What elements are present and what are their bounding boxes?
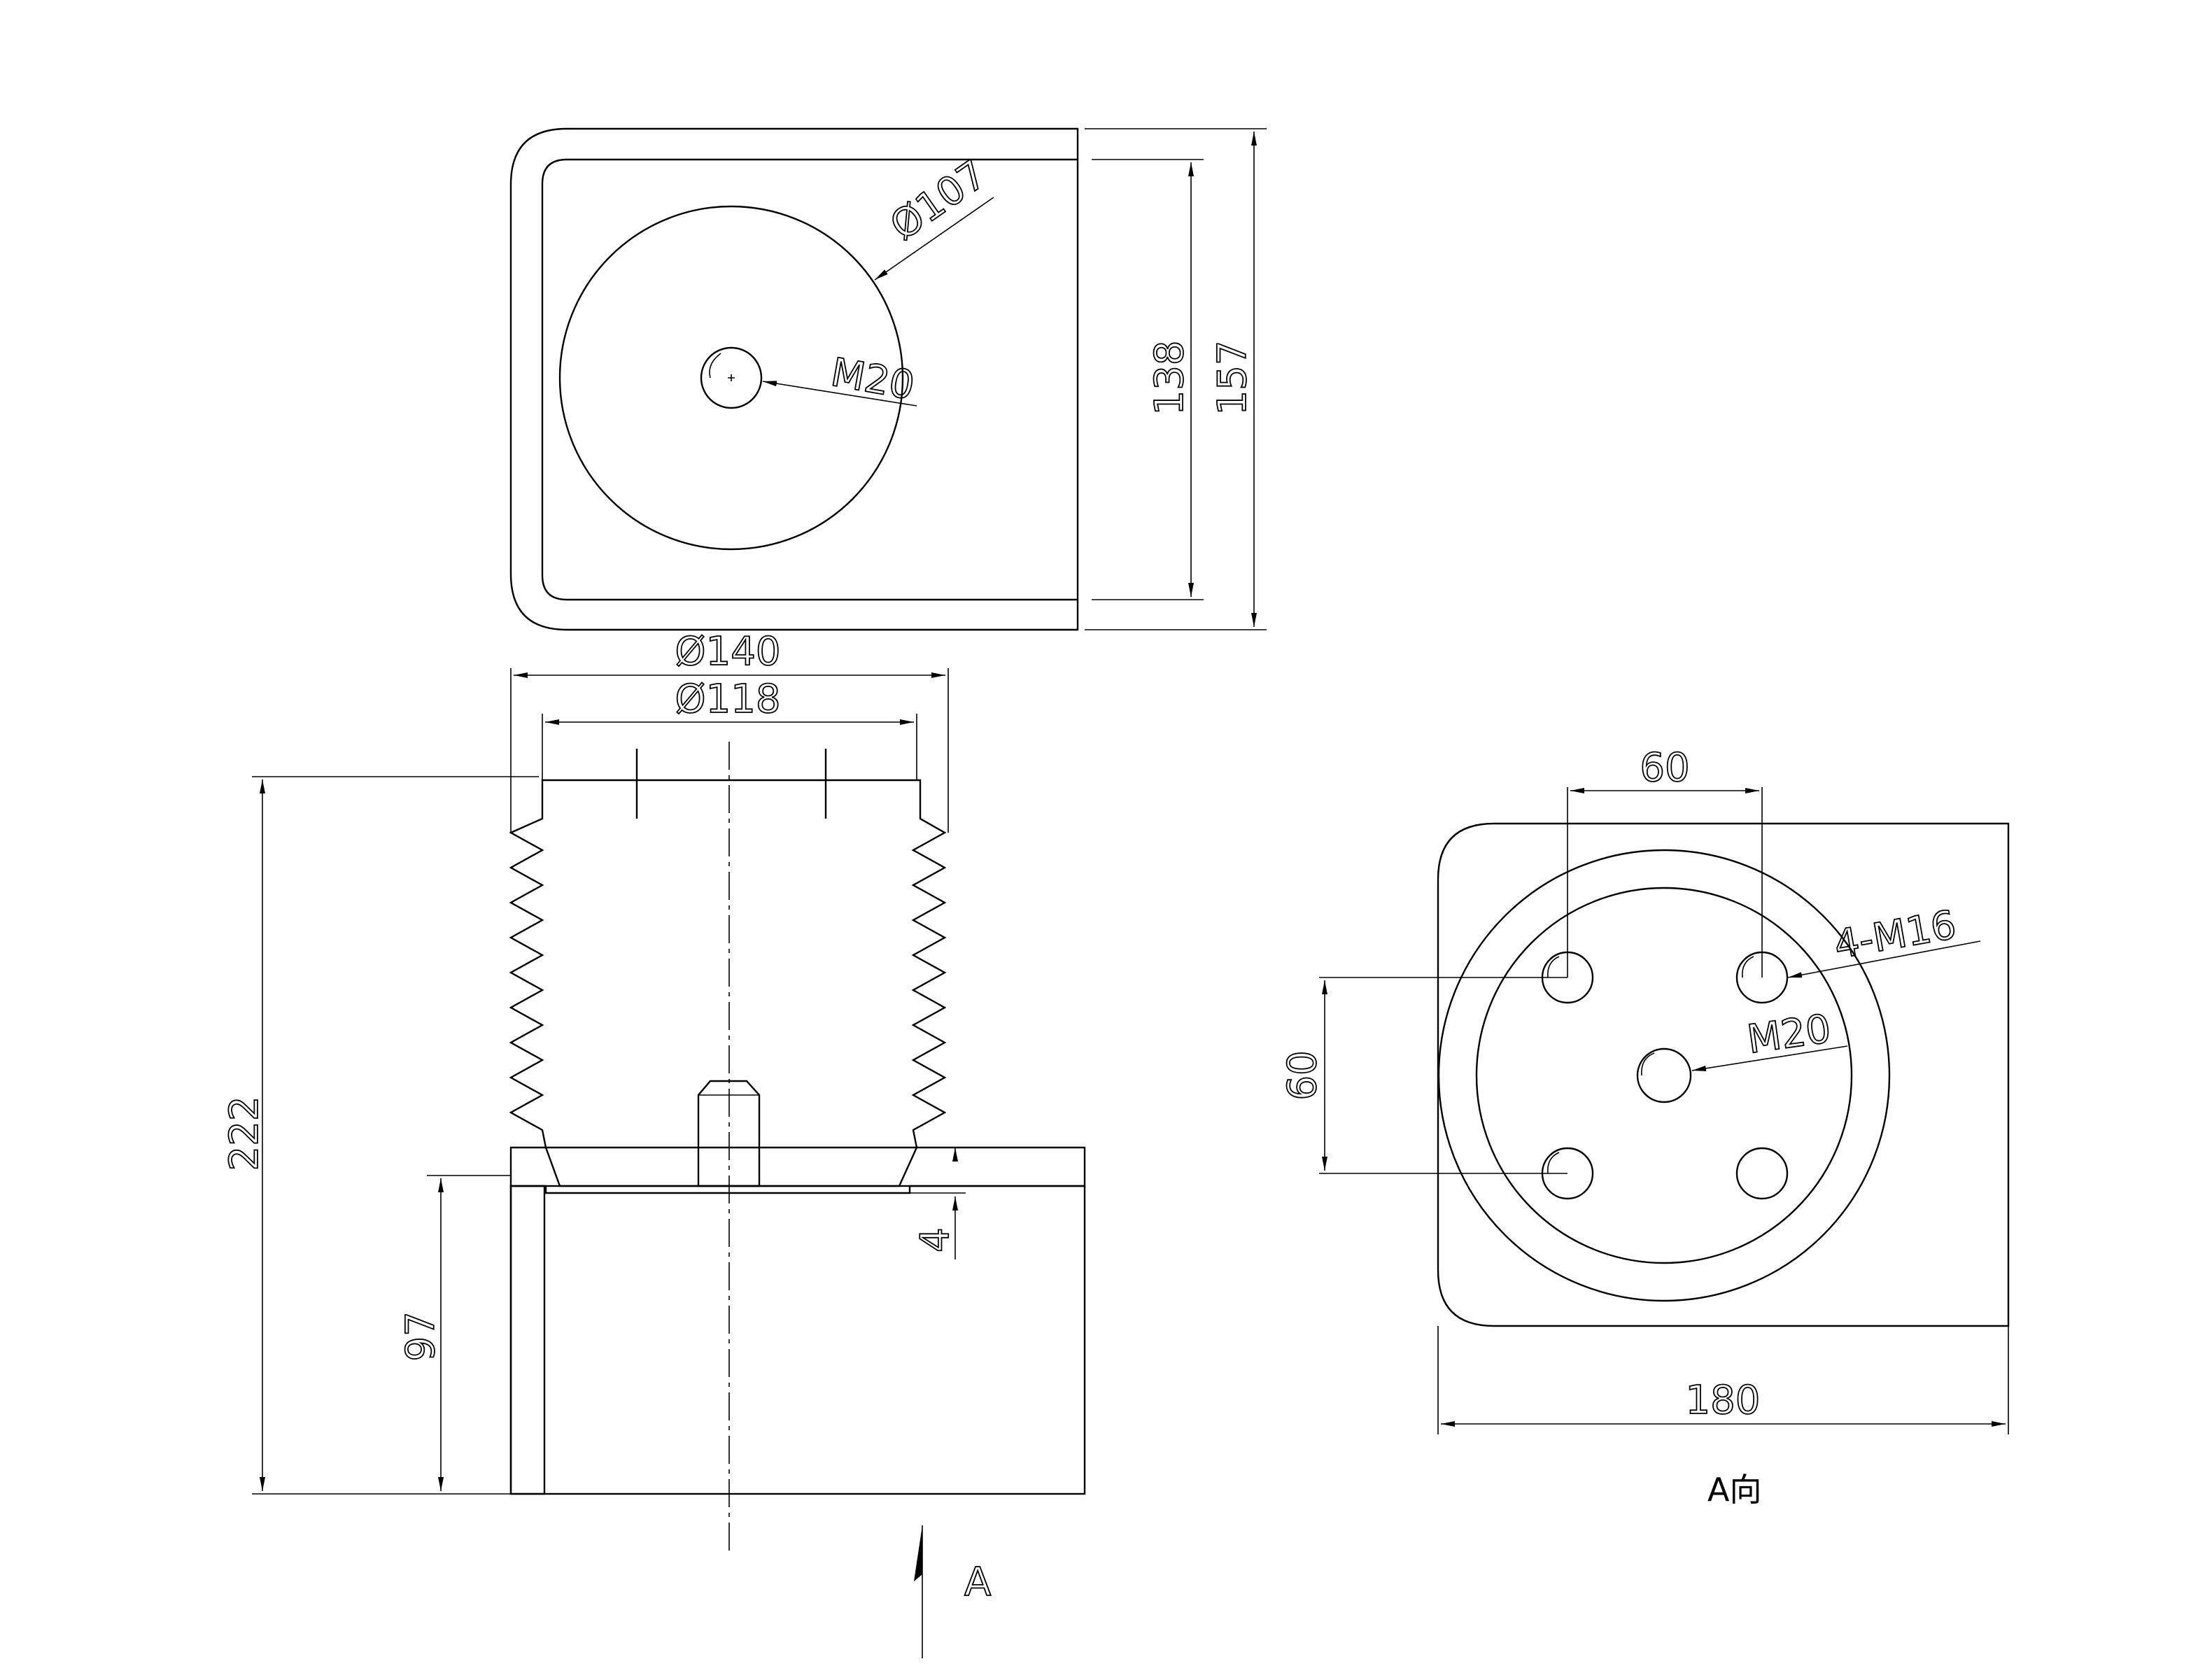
thread-arc [1641, 1052, 1655, 1076]
center-mark [728, 374, 735, 381]
dim-138-label: 138 [1147, 341, 1192, 416]
view-a-inner-circle [1475, 887, 1853, 1264]
dim-4-label: 4 [913, 1227, 958, 1252]
view-a-outline [1437, 822, 2010, 1327]
dim-180-label: 180 [1686, 1378, 1761, 1423]
holes-label: 4-M16 [1831, 902, 1959, 968]
dim-60-h-label: 60 [1640, 745, 1689, 791]
view-arrow-head [914, 1525, 922, 1581]
top-view-hole [700, 346, 763, 409]
base-wall-hatch [509, 1185, 546, 1495]
leader-dia-107 [874, 197, 994, 281]
center-hole-m20 [1636, 1047, 1692, 1103]
dia-118-label: Ø118 [675, 677, 781, 722]
thread-arc [709, 353, 721, 379]
view-a: 60 60 180 4-M16 M20 A向 [1279, 744, 2010, 1509]
top-view-disc [558, 205, 904, 551]
dim-97-label: 97 [398, 1311, 444, 1361]
top-view: 138 157 Ø107 M20 [509, 127, 1267, 631]
dia-107-label: Ø107 [882, 152, 995, 250]
thread-arc [1547, 956, 1560, 978]
leader-m20-view-a [1691, 1045, 1848, 1071]
leader-4-m16 [1787, 940, 1981, 978]
bolt-hole [1735, 1147, 1789, 1200]
view-a-outer-circle [1437, 849, 1891, 1302]
dim-60-v-label: 60 [1280, 1050, 1325, 1100]
m20-label-view-a: M20 [1745, 1006, 1833, 1063]
dim-222-label: 222 [222, 1096, 267, 1171]
dia-140-label: Ø140 [675, 629, 781, 675]
leader-m20 [762, 381, 917, 407]
insulator-body [509, 779, 947, 1187]
thread-arc [1742, 956, 1754, 978]
section-view: Ø140 Ø118 222 97 4 A [221, 628, 1086, 1658]
m20-label-top: M20 [828, 350, 918, 409]
top-view-inner-outline [541, 158, 1078, 601]
base-body [509, 1185, 1086, 1495]
top-view-outer-outline [509, 127, 1079, 631]
thread-arc [1547, 1152, 1560, 1174]
view-a-caption: A向 [1707, 1471, 1761, 1509]
dim-157-label: 157 [1210, 341, 1255, 416]
view-arrow-label: A [964, 1560, 991, 1605]
